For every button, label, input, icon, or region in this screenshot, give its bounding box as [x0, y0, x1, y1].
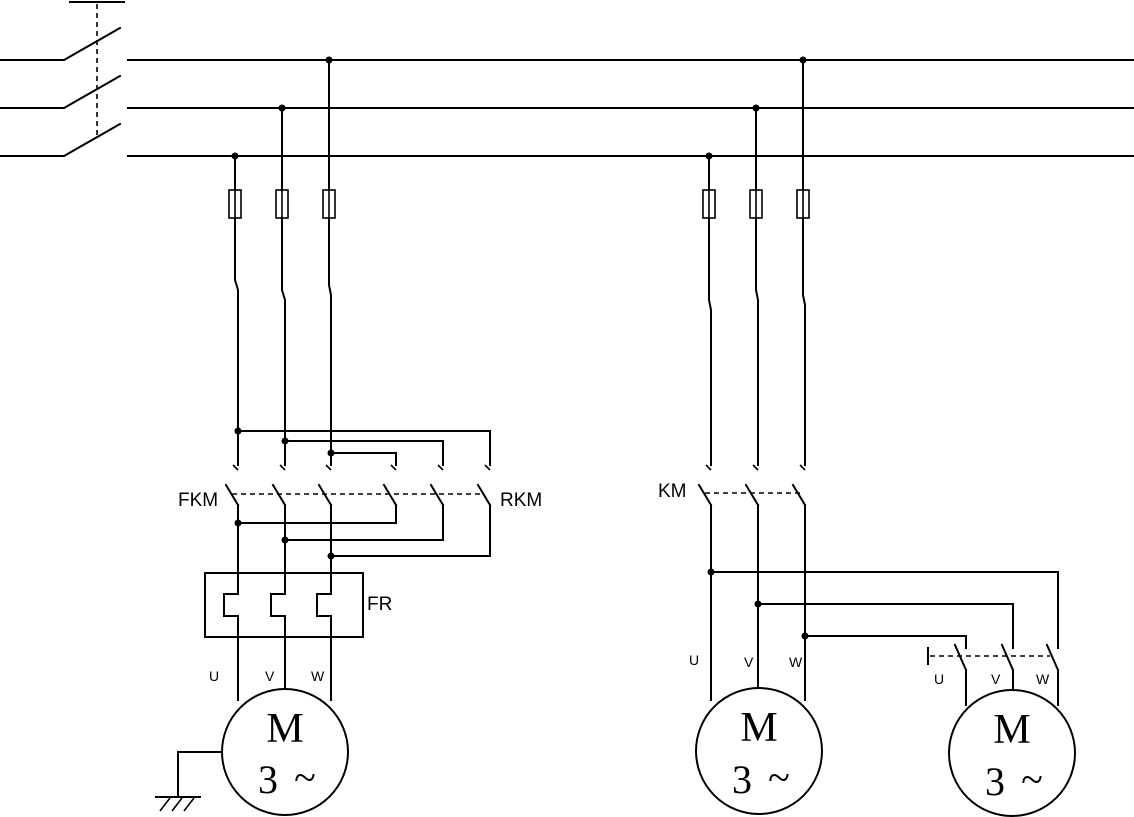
fkm-contacts — [224, 464, 333, 507]
motor-2-symbol: M — [740, 705, 777, 751]
motor-3: M 3 ~ — [948, 689, 1076, 817]
motor-1-terminal-u: U — [209, 668, 219, 684]
km-contacts — [697, 464, 807, 507]
motor-3-terminal-w: W — [1036, 671, 1050, 687]
motor-1-terminal-v: V — [265, 668, 275, 684]
fuse-group-left — [228, 189, 336, 219]
main-switch — [0, 1, 125, 158]
motor-2: M 3 ~ — [695, 687, 823, 815]
motor-1-symbol: M — [266, 706, 303, 752]
motor-3-phase: 3 — [985, 759, 1005, 804]
motor-3-tilde: ~ — [1021, 757, 1043, 802]
motor-2-phase: 3 — [732, 757, 752, 802]
motor-3-switch — [927, 643, 1060, 706]
left-branch — [204, 56, 492, 701]
motor-2-terminal-v: V — [744, 654, 754, 670]
fkm-label: FKM — [178, 490, 218, 511]
rkm-label: RKM — [500, 490, 542, 511]
motor-2-tilde: ~ — [768, 755, 790, 800]
rkm-contacts — [382, 464, 492, 507]
km-label: KM — [658, 481, 687, 502]
right-branch — [697, 56, 1060, 706]
motor-1: M 3 ~ — [221, 688, 349, 816]
motor-2-terminal-u: U — [689, 652, 699, 668]
fuse-group-right — [702, 189, 810, 219]
motor-2-terminal-w: W — [789, 654, 803, 670]
motor-1-tilde: ~ — [294, 755, 316, 800]
fr-label: FR — [367, 594, 392, 615]
motor-3-terminal-u: U — [934, 671, 944, 687]
motor-3-terminal-v: V — [991, 671, 1001, 687]
motor-3-symbol: M — [993, 707, 1030, 753]
motor-1-phase: 3 — [258, 757, 278, 802]
bus-bars — [127, 59, 1134, 157]
fr-thermal-relay — [204, 572, 364, 638]
motor-1-terminal-w: W — [311, 668, 325, 684]
ground-icon — [155, 751, 223, 812]
